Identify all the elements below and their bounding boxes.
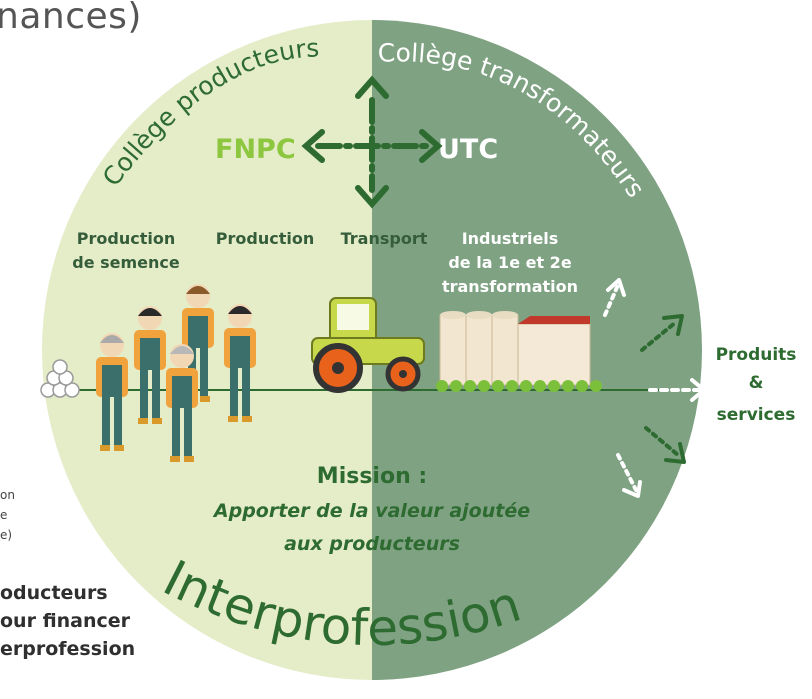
step-production: Production (216, 229, 314, 248)
step-seed-line1: Production (77, 229, 175, 248)
utc-label: UTC (438, 134, 498, 165)
left-note-bold-3: erprofession (0, 638, 136, 660)
left-note-small-3: e) (0, 528, 13, 542)
outputs-line3: services (717, 405, 796, 425)
farmers-illustration (96, 284, 256, 462)
output-arrows (603, 278, 706, 498)
seeds-icon (40, 359, 80, 398)
step-transport: Transport (341, 229, 428, 248)
outputs-line2: & (749, 373, 764, 393)
left-note-bold-1: oducteurs (0, 582, 108, 604)
page-title-fragment: nances) (0, 0, 142, 37)
outputs-line1: Produits (716, 345, 797, 365)
collaboration-arrows (301, 75, 443, 209)
step-seed-line2: de semence (72, 253, 180, 272)
left-note-small-2: e (0, 508, 8, 522)
step-industrial-line2: de la 1e et 2e (448, 253, 571, 272)
mission-line2: aux producteurs (284, 533, 460, 555)
step-industrial-line1: Industriels (462, 229, 559, 248)
mission-title: Mission : (317, 464, 427, 489)
tractor-icon (311, 297, 425, 393)
factory-icon (436, 311, 602, 392)
fnpc-label: FNPC (215, 134, 296, 165)
mission-line1: Apporter de la valeur ajoutée (212, 500, 530, 522)
step-industrial-line3: transformation (442, 277, 578, 296)
left-note-small-1: on (0, 488, 15, 502)
left-note-bold-2: our financer (0, 610, 131, 632)
